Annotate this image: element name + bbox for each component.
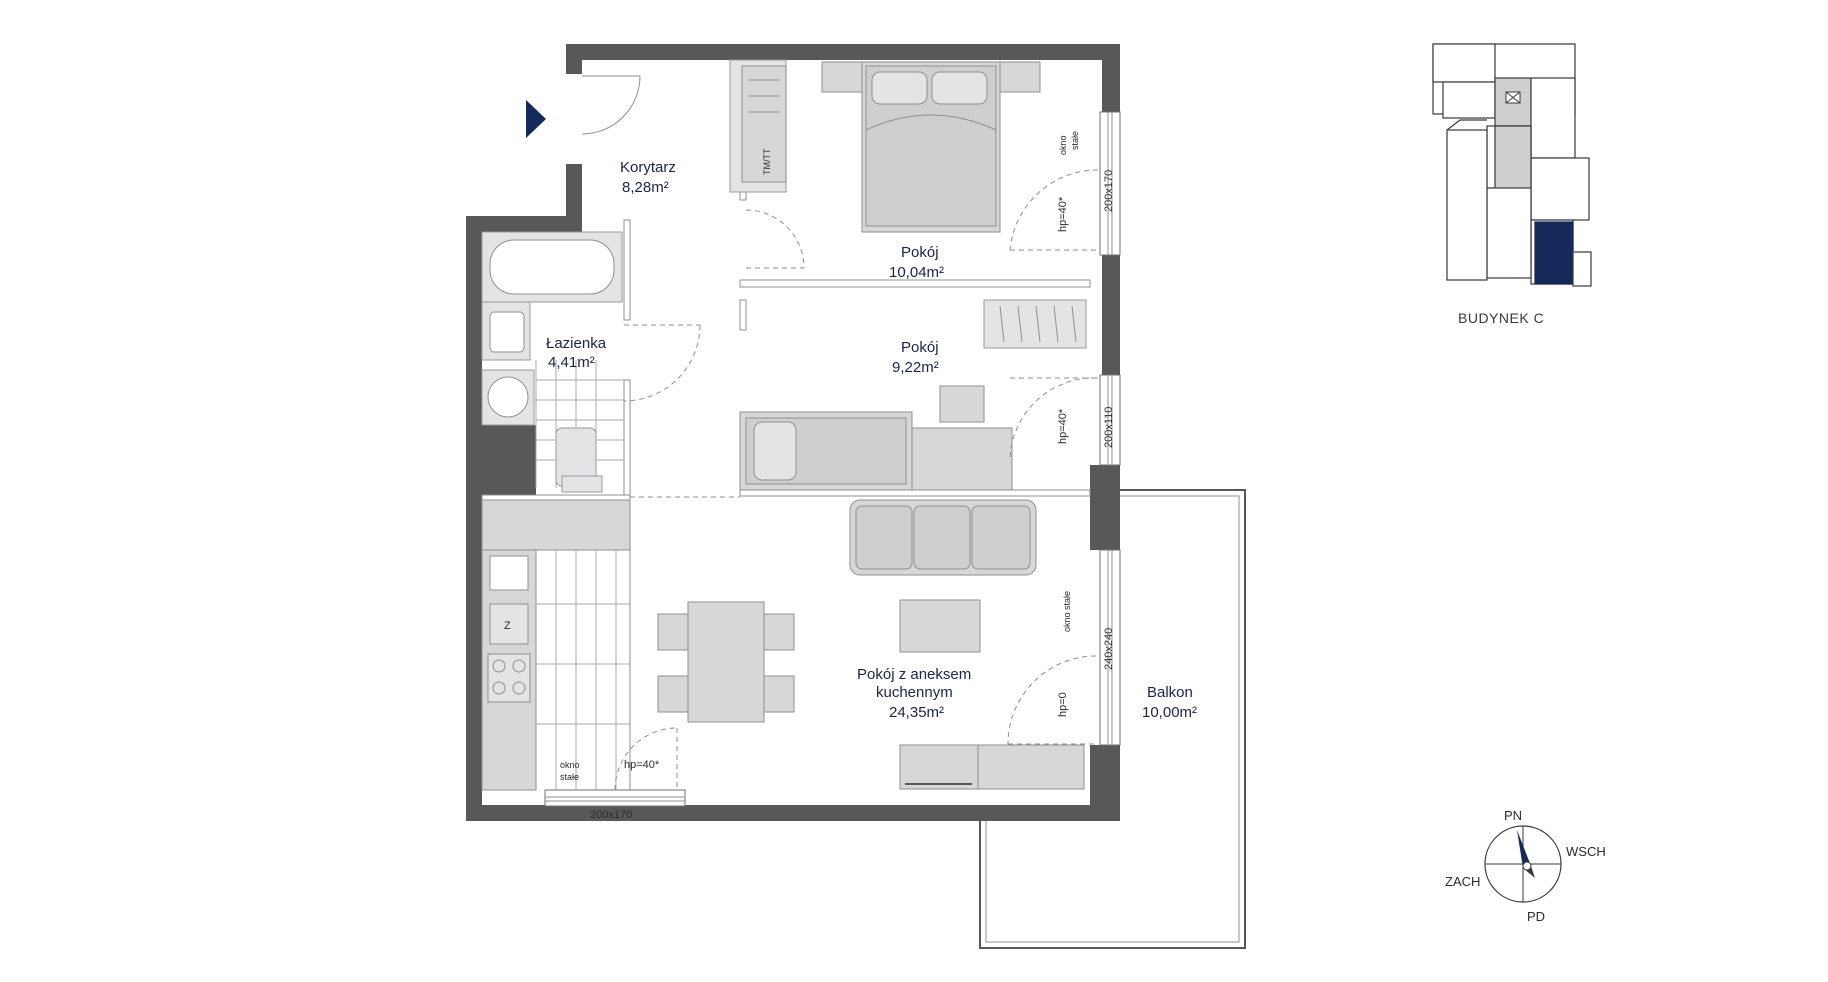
room-korytarz-name: Korytarz bbox=[620, 159, 676, 176]
window-w4: okno stałe hp=40* 200x170 bbox=[544, 727, 686, 821]
window-w3: okno stałe 240x240 hp=0 bbox=[1007, 549, 1121, 746]
room-pokoj2-area: 9,22m² bbox=[892, 359, 939, 376]
balcony bbox=[979, 489, 1246, 949]
room-pokoj1-name: Pokój bbox=[901, 244, 939, 261]
window-w1-type2: stałe bbox=[1070, 131, 1080, 150]
compass-east: WSCH bbox=[1566, 844, 1606, 859]
window-w1-hp: hp=40* bbox=[1057, 196, 1069, 232]
kitchen-furniture: Z bbox=[481, 499, 631, 791]
window-w1: okno stałe 200x170 hp=40* bbox=[1057, 111, 1121, 256]
room-lazienka-name: Łazienka bbox=[546, 335, 607, 352]
window-w1-size: 200x170 bbox=[1103, 170, 1115, 212]
sofa bbox=[849, 499, 1037, 653]
room-korytarz-area: 8,28m² bbox=[622, 179, 669, 196]
dining-set bbox=[657, 601, 795, 723]
room-salon-name1: Pokój z aneksem bbox=[857, 666, 971, 683]
window-w3-type: okno stałe bbox=[1062, 591, 1072, 632]
compass-west: ZACH bbox=[1445, 874, 1480, 889]
window-w2: 200x110 hp=40* bbox=[1057, 374, 1121, 466]
window-w1-type: okno bbox=[1058, 135, 1068, 155]
room-balkon-area: 10,00m² bbox=[1142, 704, 1197, 721]
compass-south: PD bbox=[1527, 909, 1545, 924]
bathroom-fixtures bbox=[481, 231, 701, 493]
room-balkon-name: Balkon bbox=[1147, 684, 1193, 701]
bedroom2-furniture bbox=[739, 299, 1099, 491]
window-w2-size: 200x110 bbox=[1103, 407, 1115, 448]
site-keyplan bbox=[1432, 40, 1592, 287]
entrance-door bbox=[526, 74, 641, 164]
window-w2-hp: hp=40* bbox=[1057, 408, 1069, 444]
window-w4-hp: hp=40* bbox=[624, 759, 660, 771]
room-salon-name2: kuchennym bbox=[876, 684, 953, 701]
window-w4-size: 200x170 bbox=[590, 809, 632, 821]
room-pokoj2-name: Pokój bbox=[901, 339, 939, 356]
building-label: BUDYNEK C bbox=[1458, 310, 1544, 326]
window-w3-size: 240x240 bbox=[1103, 628, 1115, 670]
room-pokoj1-area: 10,04m² bbox=[889, 264, 944, 281]
compass-needle-icon bbox=[1517, 830, 1531, 868]
room-salon-area: 24,35m² bbox=[889, 704, 944, 721]
entrance-arrow-icon bbox=[526, 100, 546, 138]
wardrobe-tag: TM/TT bbox=[762, 148, 772, 175]
window-w3-hp: hp=0 bbox=[1057, 692, 1069, 717]
bedroom1-furniture bbox=[821, 61, 1099, 251]
window-w4-type2: stałe bbox=[560, 772, 579, 782]
exterior-walls bbox=[466, 44, 1120, 821]
tv-unit bbox=[899, 744, 1085, 790]
window-w4-type: okno bbox=[560, 760, 580, 770]
corridor-furniture: TM/TT bbox=[729, 59, 805, 269]
mailbox-icon bbox=[1505, 91, 1521, 104]
room-lazienka-area: 4,41m² bbox=[548, 354, 595, 371]
fridge-tag: Z bbox=[504, 620, 511, 632]
compass-north: PN bbox=[1504, 808, 1522, 823]
compass: PN PD WSCH ZACH bbox=[1445, 808, 1606, 924]
